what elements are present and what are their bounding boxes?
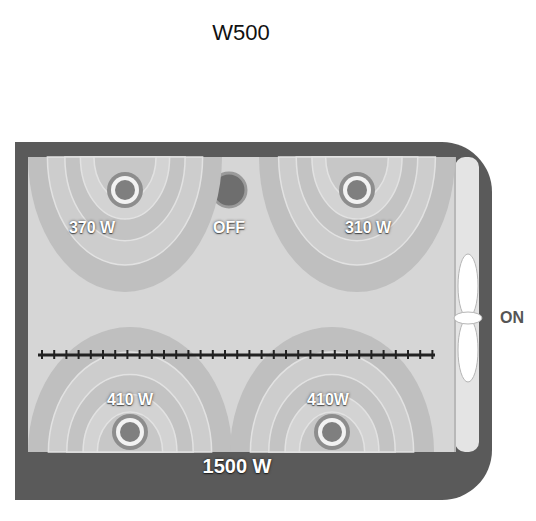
heat-ring <box>97 412 162 452</box>
element-tick <box>212 350 214 359</box>
knob-center <box>322 422 342 442</box>
heat-ring <box>269 375 395 453</box>
control-knob <box>112 414 148 450</box>
heater-housing: 1500 W 370 W 310 W 410 W 410W <box>15 142 492 500</box>
heat-zone: 370 W <box>28 157 222 292</box>
element-tick <box>297 350 299 359</box>
heat-ring <box>230 327 434 452</box>
knob-highlight <box>343 176 371 204</box>
knob-center <box>120 422 140 442</box>
element-tick <box>383 350 385 359</box>
element-tick <box>65 350 67 359</box>
knob-ring <box>314 414 350 450</box>
element-tick <box>78 350 80 359</box>
knob-center <box>347 180 367 200</box>
heating-element <box>38 350 435 359</box>
heat-ring <box>47 157 202 265</box>
element-tick <box>200 350 202 359</box>
fan-symbol <box>454 254 482 382</box>
element-tick <box>322 350 324 359</box>
element-tick <box>248 350 250 359</box>
element-tick <box>187 350 189 359</box>
element-tick <box>431 350 433 359</box>
element-tick <box>114 350 116 359</box>
knob-ring <box>339 172 375 208</box>
power-rating: 410W <box>307 391 349 409</box>
heat-ring <box>65 157 185 241</box>
power-rating: 410 W <box>107 391 153 409</box>
element-tick <box>163 350 165 359</box>
switch-label: ON <box>500 309 524 327</box>
knob-center <box>115 180 135 200</box>
heat-ring <box>80 157 169 219</box>
heat-ring <box>250 352 413 452</box>
element-tick <box>224 350 226 359</box>
element-tick <box>285 350 287 359</box>
heat-ring <box>279 157 436 265</box>
housing-frame <box>15 142 492 500</box>
heat-ring <box>28 327 232 452</box>
element-tick <box>346 350 348 359</box>
element-tick <box>53 350 55 359</box>
knob-highlight <box>116 418 144 446</box>
element-tick <box>90 350 92 359</box>
heat-ring <box>48 352 211 452</box>
heat-ring <box>67 375 193 453</box>
knob-ring <box>112 414 148 450</box>
power-rating: 370 W <box>69 219 115 237</box>
element-tick <box>41 350 43 359</box>
element-tick <box>261 350 263 359</box>
element-tick <box>309 350 311 359</box>
divider <box>454 157 456 452</box>
element-tick <box>419 350 421 359</box>
diagram-title: W500 <box>212 20 269 46</box>
heat-ring <box>259 157 455 292</box>
heat-zone: 410 W <box>28 327 232 452</box>
heat-ring <box>296 157 418 241</box>
element-tick <box>273 350 275 359</box>
shape-outline <box>230 327 434 452</box>
shape-outline <box>28 157 222 292</box>
control-knob <box>107 172 143 208</box>
knob-highlight <box>111 176 139 204</box>
control-knob <box>314 414 350 450</box>
switch-label: OFF <box>213 219 245 237</box>
shape-outline <box>28 327 232 452</box>
power-rating: 1500 W <box>203 455 272 477</box>
heat-ring <box>299 412 364 452</box>
element-tick <box>334 350 336 359</box>
fan-blade <box>458 254 478 318</box>
heat-ring <box>28 157 222 292</box>
element-tick <box>151 350 153 359</box>
element-tick <box>236 350 238 359</box>
knob-ring <box>107 172 143 208</box>
heat-zone: 410W <box>230 327 434 452</box>
element-tick <box>175 350 177 359</box>
element-tick <box>370 350 372 359</box>
fan-bay <box>455 157 479 452</box>
heat-zone: 310 W <box>259 157 455 292</box>
fan-blade <box>458 318 478 382</box>
knob-highlight <box>318 418 346 446</box>
power-rating: 310 W <box>345 219 391 237</box>
element-tick <box>358 350 360 359</box>
panel <box>28 157 455 452</box>
control-knob <box>339 172 375 208</box>
heat-ring <box>312 157 402 219</box>
element-tick <box>407 350 409 359</box>
fan-hub <box>454 312 482 324</box>
element-tick <box>126 350 128 359</box>
element-tick <box>102 350 104 359</box>
element-tick <box>139 350 141 359</box>
element-tick <box>395 350 397 359</box>
